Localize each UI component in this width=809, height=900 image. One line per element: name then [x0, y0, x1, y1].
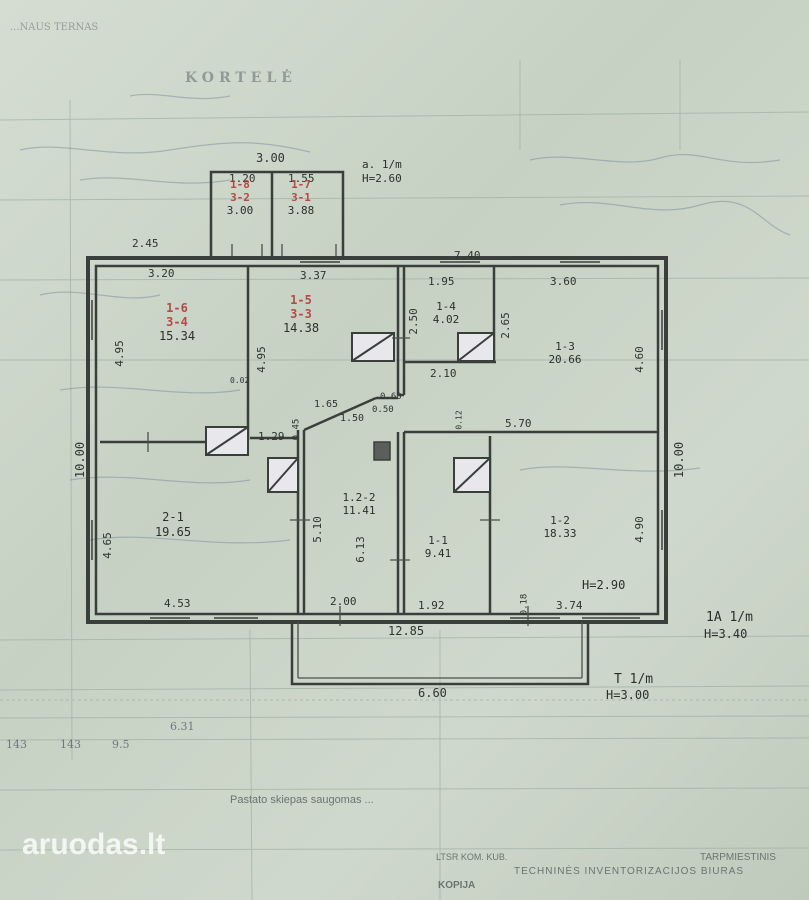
dim-small-a: 0.02	[230, 376, 250, 385]
dim-mid-width: 5.70	[505, 417, 532, 430]
dim-porch-width: 6.60	[418, 686, 447, 700]
table-value: 6.31	[170, 720, 195, 733]
dim-annex-width: 3.00	[256, 151, 285, 165]
dim-room-1-5-height: 4.95	[254, 346, 268, 373]
side-height: H=3.40	[704, 627, 748, 641]
annex-label: a. 1/m	[362, 158, 402, 171]
footer-tarpmiestinis: TARPMIESTINIS	[700, 852, 776, 863]
dim-room-2-1-height: 4.65	[100, 532, 114, 559]
footer-ltsr: LTSR KOM. KUB.	[436, 852, 508, 862]
stove-icon	[205, 332, 495, 493]
room-1-3: 1-3 20.66	[548, 340, 582, 366]
porch-outline	[290, 620, 590, 686]
dim-bottom-1-1: 1.92	[418, 599, 445, 612]
table-value: 143	[6, 738, 27, 751]
dim-bottom-1-2-2: 2.00	[330, 595, 357, 608]
room-1-5: 1-5 3-3 14.38	[282, 293, 320, 335]
dim-bottom-small: 0.18	[519, 593, 530, 616]
table-value: 9.5	[112, 738, 130, 751]
dim-room-1-4-height-b: 2.65	[498, 312, 512, 339]
room-1-2-2: 1.2-2 11.41	[342, 491, 376, 517]
annex-height: H=2.60	[362, 172, 402, 185]
dim-corridor-diag: 1.65	[314, 399, 339, 410]
dim-room-1-4-height-a: 2.50	[406, 308, 420, 335]
dim-room-1-4-width: 1.95	[428, 275, 455, 288]
porch-height: H=3.00	[606, 688, 650, 702]
dim-room-1-5-width: 3.37	[300, 269, 327, 282]
room-height: H=2.90	[582, 578, 626, 592]
porch-label: T 1/m	[614, 672, 654, 687]
side-label: 1A 1/m	[706, 610, 753, 625]
dim-left-offset: 2.45	[132, 237, 159, 250]
dim-small-b: 0.12	[454, 410, 464, 430]
dim-right-height: 10.00	[672, 441, 687, 479]
dim-top-right: 7.40	[454, 249, 481, 262]
dim-corridor-c: 0.60	[380, 392, 402, 402]
dim-corridor-b: 1.50	[340, 413, 365, 424]
footer-copy: KOPIJA	[438, 880, 476, 891]
watermark-logo: aruodas.lt	[22, 828, 166, 861]
footer-bureau: TECHNINĖS INVENTORIZACIJOS BIURAS	[514, 866, 745, 877]
footer-text: Pastato skiepas saugomas ...	[230, 794, 374, 806]
dim-room-1-2-2-height-a: 5.10	[310, 516, 324, 543]
dim-corridor-e: 1.29	[258, 430, 285, 443]
dim-room-1-2-height: 4.90	[632, 516, 646, 543]
dim-annex-left: 1.20	[229, 172, 256, 185]
room-1-2: 1-2 18.33	[543, 514, 577, 540]
dim-room-1-6-height: 4.95	[112, 340, 126, 367]
dim-bottom-2-1: 4.53	[164, 597, 191, 610]
form-title: KORTELĖ	[185, 70, 297, 86]
room-1-8: 1-8 3-2 3.00	[226, 178, 254, 217]
dim-annex-right: 1.55	[288, 172, 315, 185]
table-value: 143	[60, 738, 81, 751]
room-1-7: 1-7 3-1 3.88	[287, 178, 315, 217]
dim-total-length: 12.85	[388, 624, 425, 638]
dim-bottom-1-2: 3.74	[556, 599, 583, 612]
dim-room-1-3-height: 4.60	[632, 346, 646, 373]
form-header-left: ...NAUS TERNAS	[10, 22, 99, 33]
room-2-1: 2-1 19.65	[154, 510, 192, 539]
dim-room-1-4-bottom: 2.10	[430, 367, 457, 380]
room-1-4: 1-4 4.02	[432, 300, 460, 326]
dim-room-1-6-width: 3.20	[148, 267, 175, 280]
room-1-6: 1-6 3-4 15.34	[158, 301, 196, 343]
room-1-1: 1-1 9.41	[424, 534, 452, 560]
dim-left-height: 10.00	[73, 441, 88, 479]
dim-room-1-3-width: 3.60	[550, 275, 577, 288]
dim-corridor-d: 0.50	[372, 405, 394, 415]
dim-corridor-f: 0.45	[291, 418, 302, 441]
dim-room-1-2-2-height-b: 6.13	[353, 536, 367, 563]
